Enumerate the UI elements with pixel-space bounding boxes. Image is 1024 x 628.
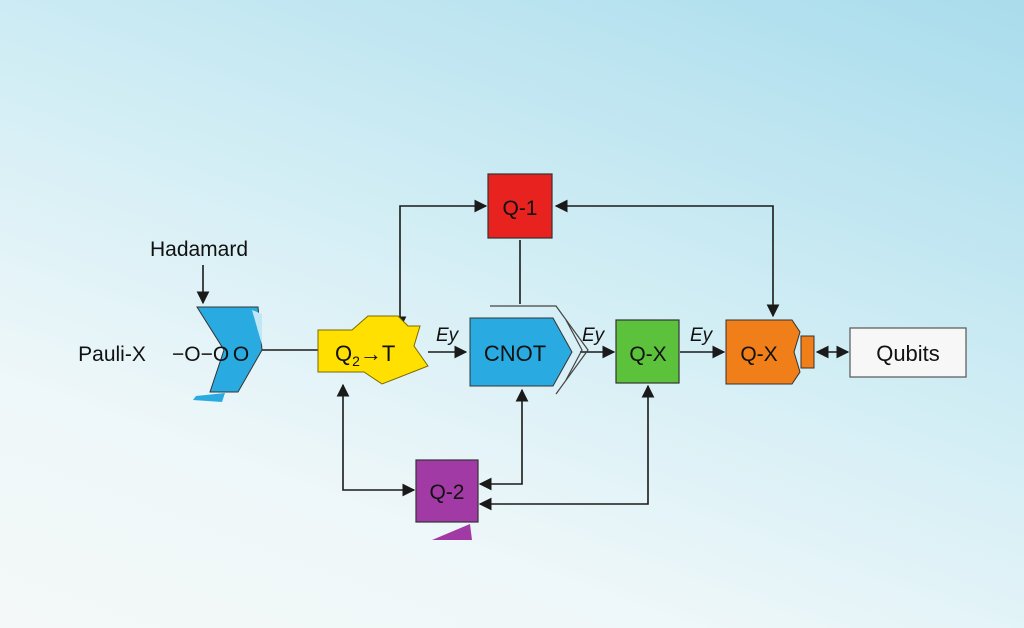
wire-qx-q2: [478, 384, 655, 511]
cnot-block[interactable]: CNOT: [469, 305, 589, 395]
cnot-label: CNOT: [484, 341, 546, 366]
wire-q2t-q1: [393, 199, 488, 330]
qubits-box: [849, 327, 967, 378]
cnot-frame-outer: [565, 319, 583, 381]
qubits-label: Qubits: [876, 341, 940, 366]
wire-q1-qx-orange: [554, 199, 780, 318]
q1-block[interactable]: Q-1: [487, 173, 553, 239]
hadamard-shape: [196, 306, 263, 393]
cnot-frame: [490, 305, 589, 395]
pauli-x-label: Pauli-X: [78, 343, 146, 366]
edge-label-cnot-qx: Ey: [582, 325, 606, 346]
q2t-shape: [317, 315, 429, 385]
connections: [196, 199, 850, 511]
pauli-x-symbol: −O−O: [172, 343, 229, 366]
q2-box: [415, 459, 479, 523]
wire-cnot-q2: [478, 388, 529, 491]
q2-block[interactable]: Q-2: [415, 459, 479, 540]
qx-green-block[interactable]: Q-X: [615, 319, 680, 384]
qx-orange-label: Q-X: [740, 343, 777, 366]
q2-shadow: [432, 524, 472, 540]
qx-green-label: Q-X: [629, 343, 666, 366]
qx-orange-shape: [725, 319, 801, 385]
qx-green-box: [615, 319, 680, 384]
cnot-shape: [469, 317, 573, 387]
hadamard-gate-o: O: [233, 343, 249, 366]
wire-q2t-q2: [336, 383, 416, 497]
q2t-block[interactable]: Q2→T: [317, 315, 429, 385]
hadamard-shadow: [193, 393, 225, 402]
edge-label-q2t-cnot: Ey: [436, 325, 460, 346]
q2t-label: Q2→T: [335, 341, 395, 369]
qubits-block[interactable]: Qubits: [849, 327, 967, 378]
q1-box: [487, 173, 553, 239]
hadamard-accent: [252, 310, 262, 345]
qx-orange-block[interactable]: Q-X: [725, 319, 815, 385]
hadamard-label: Hadamard: [150, 238, 248, 261]
q2-label: Q-2: [429, 481, 464, 504]
qx-orange-tab: [800, 335, 815, 369]
hadamard-block: Hadamard Pauli-X −O−O O: [78, 238, 263, 402]
edge-label-qx-qx: Ey: [690, 325, 714, 346]
q1-label: Q-1: [502, 197, 537, 220]
